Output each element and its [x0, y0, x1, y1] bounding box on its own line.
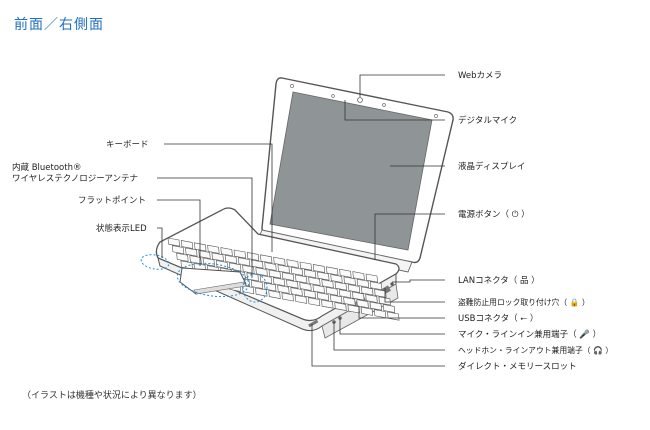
label-usb-connector: USBコネクタ（ ⭠ ）	[458, 313, 538, 324]
label-webcam: Webカメラ	[458, 71, 502, 81]
keyboard-key	[352, 271, 365, 281]
keyboard-key	[233, 249, 246, 259]
keyboard-key	[277, 284, 290, 294]
keyboard-key	[317, 271, 330, 281]
keyboard-key	[374, 288, 387, 298]
keyboard-key	[316, 292, 330, 301]
keyboard-key	[361, 286, 374, 296]
keyboard	[167, 237, 400, 321]
label-power-button: 電源ボタン（ ⏻ ）	[458, 209, 530, 220]
keyboard-key	[264, 262, 277, 271]
keyboard-key	[339, 268, 352, 278]
laptop-lid	[261, 77, 454, 264]
keyboard-key	[272, 277, 286, 287]
keyboard-key	[242, 264, 255, 274]
keyboard-key	[360, 306, 374, 316]
keyboard-key	[176, 252, 189, 262]
keyboard-key	[273, 256, 286, 266]
keyboard-key	[286, 279, 299, 289]
keyboard-key	[237, 257, 251, 267]
keyboard-key	[334, 281, 347, 291]
keyboard-key	[326, 266, 339, 276]
keyboard-key	[321, 279, 334, 289]
keyboard-key	[347, 304, 360, 314]
label-lan-connector: LANコネクタ（ 品 ）	[458, 275, 540, 286]
keyboard-key	[260, 254, 273, 264]
keyboard-key	[290, 287, 303, 297]
keyboard-key	[224, 254, 238, 264]
page-title: 前面／右側面	[14, 17, 104, 33]
keyboard-key	[382, 304, 396, 313]
keyboard-key	[334, 302, 347, 311]
keyboard-key	[343, 296, 356, 306]
keyboard-key	[321, 299, 334, 309]
label-security-lock: 盗難防止用ロック取り付け穴（ 🔒 ）	[458, 297, 590, 307]
keyboard-key	[312, 284, 325, 294]
keyboard-key	[268, 290, 281, 299]
keyboard-key	[299, 261, 312, 271]
label-memory-slot: ダイレクト・メモリースロット	[458, 361, 577, 372]
keyboard-key	[180, 240, 194, 249]
label-mic-line-in: マイク・ラインイン兼用端子（ 🎤 ）	[458, 329, 601, 340]
keyboard-key	[330, 294, 343, 304]
keyboard-key	[307, 297, 321, 307]
keyboard-key	[255, 267, 268, 277]
keyboard-key	[167, 237, 180, 247]
lcd-screen	[269, 91, 433, 251]
webcam-lens	[357, 97, 363, 103]
keyboard-key	[211, 252, 224, 262]
keyboard-key	[202, 257, 215, 267]
keyboard-key	[295, 274, 308, 284]
keyboard-key	[185, 247, 198, 257]
illustration-note: （イラストは機種や状況により異なります）	[22, 391, 202, 401]
keyboard-key	[338, 289, 352, 299]
label-flatpoint: フラットポイント	[78, 196, 146, 206]
keyboard-key	[246, 252, 260, 261]
label-lcd: 液晶ディスプレイ	[458, 161, 525, 172]
keyboard-key	[308, 276, 321, 286]
keyboard-key	[299, 282, 312, 291]
keyboard-key	[286, 259, 299, 269]
keyboard-key	[281, 272, 295, 281]
label-digital-mic: デジタルマイク	[458, 115, 517, 126]
keyboard-key	[365, 294, 378, 303]
keyboard-key	[387, 311, 400, 321]
label-status-led: 状態表示LED	[96, 223, 147, 234]
keyboard-key	[356, 278, 370, 288]
keyboard-key	[207, 244, 220, 254]
label-bluetooth-line1: 内蔵 Bluetooth®	[12, 162, 81, 173]
keyboard-key	[281, 292, 294, 302]
keyboard-key	[220, 247, 233, 257]
keyboard-key	[347, 284, 361, 293]
keyboard-key	[268, 269, 281, 279]
keyboard-key	[369, 301, 382, 311]
keyboard-key	[312, 264, 326, 273]
keyboard-key	[198, 250, 211, 259]
keyboard-key	[294, 294, 308, 304]
keyboard-key	[330, 274, 343, 283]
label-keyboard: キーボード	[106, 140, 149, 150]
keyboard-key	[171, 245, 185, 255]
keyboard-key	[365, 273, 378, 283]
keyboard-key	[369, 281, 383, 291]
keyboard-key	[241, 285, 255, 295]
keyboard-key	[352, 291, 365, 301]
keyboard-key	[290, 266, 304, 276]
keyboard-key	[255, 287, 268, 297]
keyboard-key	[303, 289, 316, 299]
label-bluetooth-line2: ワイヤレステクノロジーアンテナ	[12, 174, 138, 184]
keyboard-key	[356, 299, 369, 309]
keyboard-key	[303, 269, 317, 279]
keyboard-key	[343, 276, 356, 286]
label-headphone-out: ヘッドホン・ラインアウト兼用端子（ 🎧 ）	[458, 345, 613, 355]
keyboard-key	[325, 286, 339, 296]
keyboard-key	[250, 280, 264, 289]
keyboard-key	[277, 264, 290, 274]
